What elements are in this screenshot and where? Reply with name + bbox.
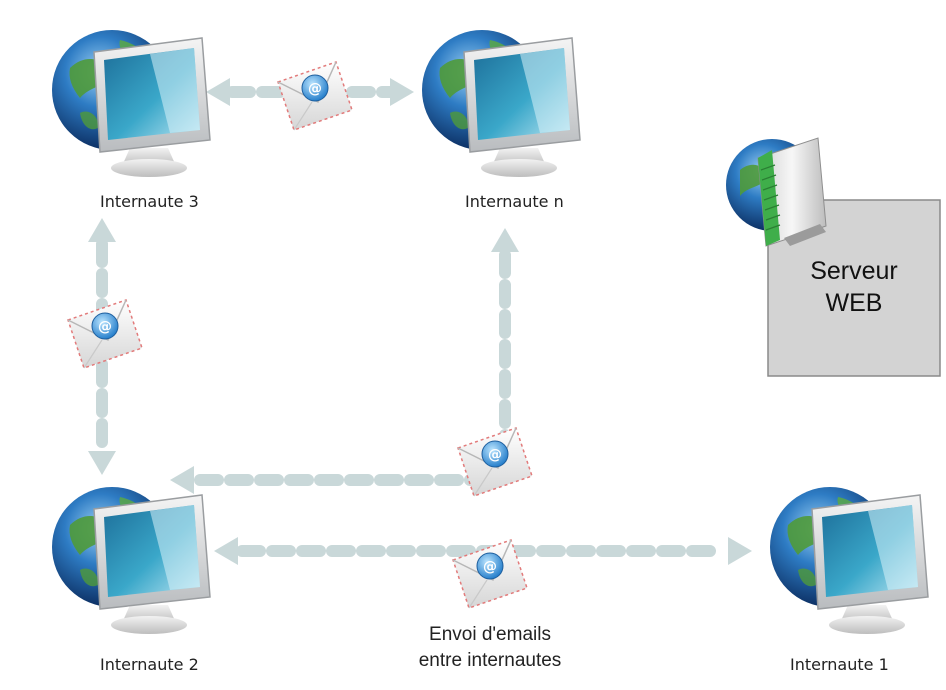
caption: Envoi d'emails entre internautes: [390, 622, 590, 674]
computer-icon-internaute-1: [769, 486, 929, 635]
label-internaute-1: Internaute 1: [790, 655, 889, 674]
email-icon-left: [67, 299, 143, 369]
label-internaute-2: Internaute 2: [100, 655, 199, 674]
computer-icon-internaute-3: [51, 29, 211, 178]
server-label-line1: Serveur: [810, 257, 898, 285]
label-internaute-n: Internaute n: [465, 192, 564, 211]
caption-line2: entre internautes: [418, 650, 562, 671]
label-internaute-3: Internaute 3: [100, 192, 199, 211]
web-server-icon: [726, 137, 827, 247]
email-icon-top: [277, 61, 353, 131]
computer-icon-internaute-2: [51, 486, 211, 635]
server-label-line2: WEB: [825, 289, 883, 317]
computer-icon-internaute-n: [421, 29, 581, 178]
server-label: Serveur WEB: [768, 255, 940, 319]
caption-line1: Envoi d'emails: [429, 624, 551, 645]
